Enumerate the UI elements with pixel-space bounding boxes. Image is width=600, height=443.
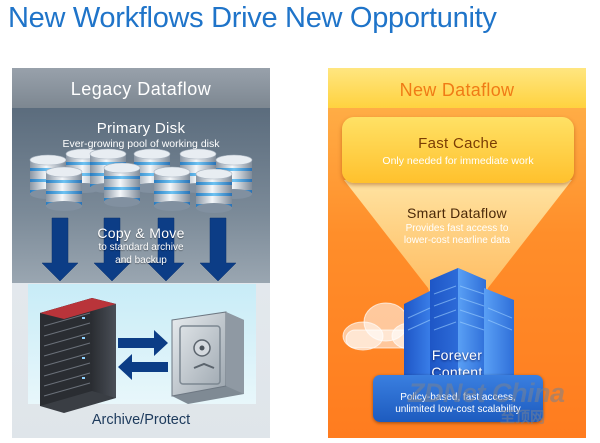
smart-dataflow-line2: lower-cost nearline data [403, 235, 511, 246]
new-header: New Dataflow [328, 68, 586, 108]
policy-line1: Policy-based, fast access, [400, 392, 516, 403]
policy-box: Policy-based, fast access, unlimited low… [373, 375, 543, 422]
legacy-header: Legacy Dataflow [12, 68, 270, 108]
safe-icon [171, 311, 244, 404]
smart-dataflow-title: Smart Dataflow [407, 205, 507, 221]
fast-cache-subtitle: Only needed for immediate work [382, 155, 534, 167]
primary-disk-subtitle: Ever-growing pool of working disk [62, 138, 220, 150]
new-dataflow-panel: New Dataflow Fast Cache Only needed for … [328, 68, 586, 438]
page-title: New Workflows Drive New Opportunity [8, 2, 497, 34]
watermark-sub: 至顶网 [500, 409, 546, 426]
down-arrows [41, 217, 237, 282]
legacy-dataflow-panel: Legacy Dataflow Primary Disk Ever-growin… [12, 68, 270, 438]
copy-move-line1: to standard archive [98, 242, 184, 253]
copy-move-title: Copy & Move [97, 225, 185, 241]
down-arrow-icon [41, 217, 237, 282]
watermark-brand: ZDNet China [408, 378, 565, 408]
smart-dataflow-line1: Provides fast access to [405, 223, 509, 234]
archive-protect-label: Archive/Protect [91, 412, 191, 428]
primary-disk-title: Primary Disk [96, 120, 186, 137]
zdnet-watermark: ZDNet China 至顶网 [408, 378, 588, 428]
fast-cache-title: Fast Cache [418, 135, 498, 152]
fast-cache-box: Fast Cache Only needed for immediate wor… [342, 117, 574, 183]
policy-line2: unlimited low-cost scalability [395, 404, 521, 415]
forever-content-line1: Forever [431, 347, 483, 363]
bidirectional-arrow-icon [118, 330, 168, 380]
server-rack-icon [40, 298, 116, 413]
copy-move-line2: and backup [115, 255, 167, 266]
